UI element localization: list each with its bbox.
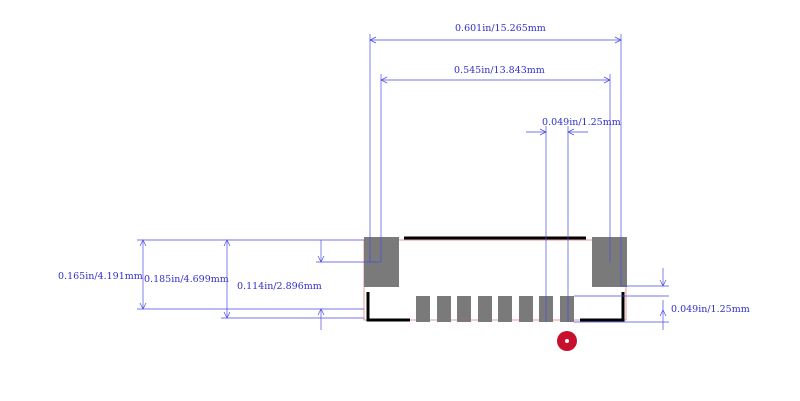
mount-pad-right: [592, 237, 627, 287]
dim-mount-pad-height-label: 0.114in/2.896mm: [237, 281, 322, 292]
signal-pad-7: [437, 296, 451, 322]
signal-pad-4: [498, 296, 512, 322]
signal-pad-8: [416, 296, 430, 322]
signal-pad-5: [478, 296, 492, 322]
signal-pad-6: [457, 296, 471, 322]
dim-signal-pad-length-label: 0.049in/1.25mm: [671, 304, 750, 315]
silkscreen-bottom-right: [580, 292, 625, 322]
courtyard-outline: [363, 239, 627, 321]
dim-pad-span-label: 0.545in/13.843mm: [454, 65, 545, 76]
signal-pad-3: [519, 296, 533, 322]
dim-overall-width-label: 0.601in/15.265mm: [455, 23, 546, 34]
pin1-marker: [557, 331, 577, 351]
dim-pitch-label: 0.049in/1.25mm: [542, 117, 621, 128]
silkscreen-bottom-left: [366, 292, 410, 322]
signal-pads: [416, 296, 574, 322]
dim-overall-height-label: 0.165in/4.191mm: [58, 271, 143, 282]
signal-pad-1: [560, 296, 574, 322]
dimension-lines: [137, 34, 669, 330]
dim-mount-height-label: 0.185in/4.699mm: [144, 274, 229, 285]
